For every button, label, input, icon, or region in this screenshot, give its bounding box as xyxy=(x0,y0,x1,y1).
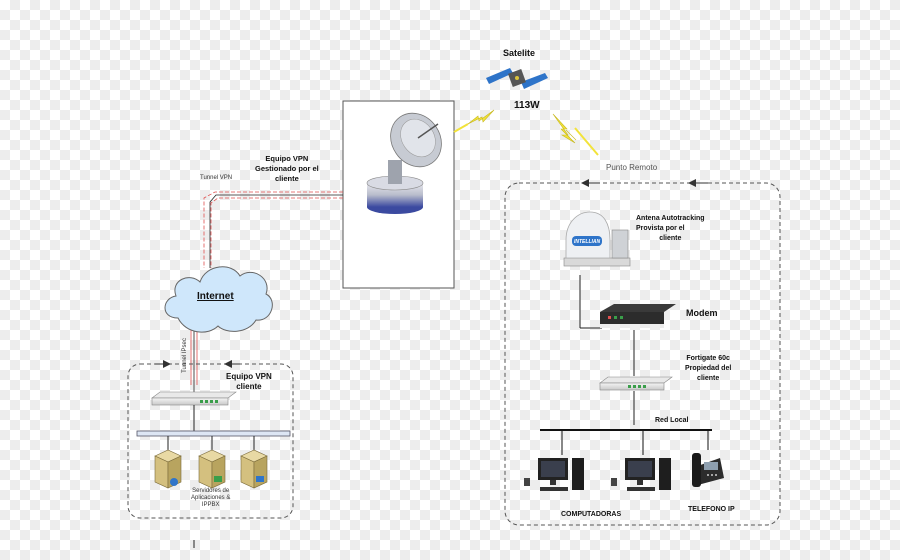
internet-label: Internet xyxy=(197,291,234,302)
client-lan-bus xyxy=(136,430,291,437)
vpn-tunnel-lines xyxy=(190,191,343,385)
fortigate-label: Fortigate 60c Propiedad del cliente xyxy=(685,355,732,382)
antenna-label: Antena Autotracking Provista por el clie… xyxy=(636,215,705,242)
dish-antenna-icon xyxy=(366,112,442,214)
firewall-icon xyxy=(599,376,673,391)
antenna-brand-label: INTELLIAN xyxy=(574,239,601,245)
router-icon xyxy=(151,391,237,406)
remote-zone xyxy=(504,182,781,526)
server-icon xyxy=(198,449,226,489)
computers-label: COMPUTADORAS xyxy=(561,511,622,518)
servers-label: Servidores de Aplicaciones & IPPBX xyxy=(191,488,231,508)
computer-icon xyxy=(524,458,584,491)
satellite-id-label: 113W xyxy=(514,100,540,111)
lightning-icon xyxy=(467,109,495,125)
radome-antenna-icon xyxy=(563,211,631,267)
cloud-icon xyxy=(164,266,273,333)
server-icon xyxy=(154,449,182,489)
client-zone xyxy=(127,363,294,519)
computer-icon xyxy=(611,458,671,491)
server-icon xyxy=(240,449,268,489)
satellite-icon xyxy=(486,68,548,89)
red-local-label: Red Local xyxy=(655,417,689,424)
satellite-label: Satelite xyxy=(503,48,536,58)
ip-phone-label: TELEFONO IP xyxy=(688,506,735,513)
internet-link xyxy=(209,194,343,268)
tunnel-ipsec-label: Tunnel IPsec xyxy=(181,338,188,373)
vpn-managed-label: Equipo VPN Gestionado por el cliente xyxy=(255,154,319,183)
modem-label: Modem xyxy=(686,308,718,318)
ip-phone-icon xyxy=(692,453,724,487)
modem-icon xyxy=(600,304,676,328)
lightning-icon xyxy=(552,113,577,144)
tunnel-vpn-label: Tunnel VPN xyxy=(200,175,233,181)
vpn-client-label: Equipo VPN cliente xyxy=(226,372,272,391)
remote-point-label: Punto Remoto xyxy=(606,163,658,172)
